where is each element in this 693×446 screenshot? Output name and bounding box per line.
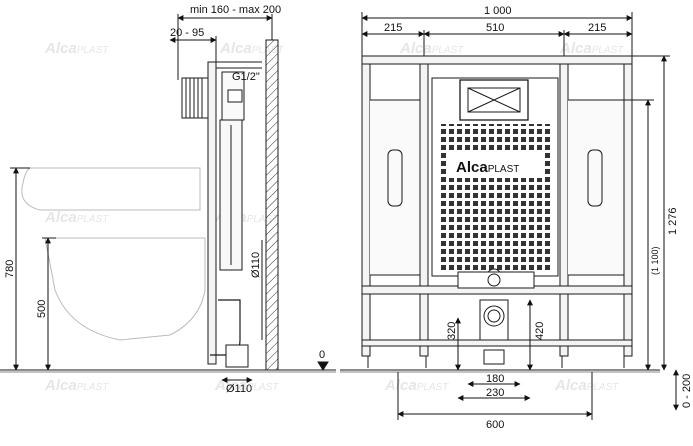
- left-bracket: [370, 99, 421, 276]
- frame-right-post: [623, 55, 633, 357]
- dim-500: 500: [36, 300, 48, 318]
- watermark-logo: AlcaPLAST: [399, 40, 464, 57]
- foot-rail: [361, 339, 633, 347]
- wall-hatch: [265, 39, 279, 371]
- cistern-pattern: [438, 124, 552, 272]
- dim-left-section: 215: [384, 22, 402, 34]
- dim-pipe-bottom: Ø110: [226, 383, 252, 395]
- cistern-logo: AlcaPLAST: [456, 159, 519, 176]
- dim-middle-section: 510: [486, 22, 504, 34]
- dim-780: 780: [4, 260, 16, 278]
- dim-height-inner: (1 100): [650, 246, 660, 275]
- thread-label: G1/2": [232, 71, 260, 83]
- watermark-logo: AlcaPLAST: [44, 40, 109, 57]
- level-marker: [317, 361, 329, 371]
- floor-level-label: 0: [319, 349, 325, 361]
- valve: [227, 89, 243, 103]
- drain-bottom: [483, 349, 505, 365]
- flush-button-side: [181, 77, 209, 119]
- side-view: [0, 14, 336, 383]
- frame-inner-left: [419, 55, 429, 357]
- dim-pipe-vertical: Ø110: [250, 252, 262, 278]
- dim-230: 230: [486, 387, 504, 399]
- watermark-logo: AlcaPLAST: [44, 377, 109, 394]
- dim-420: 420: [534, 322, 546, 340]
- dim-overall-width: 1 000: [484, 5, 512, 17]
- seat-outline: [21, 167, 201, 211]
- top-rail: [361, 55, 633, 65]
- watermark-logo: AlcaPLAST: [554, 377, 619, 394]
- frame-left-post: [361, 55, 371, 357]
- flush-opening: [459, 79, 529, 121]
- dim-320: 320: [446, 322, 458, 340]
- watermark-logo: AlcaPLAST: [559, 40, 624, 57]
- logo-backdrop: [448, 152, 542, 178]
- dim-leg-adjust: 0 - 200: [681, 374, 693, 408]
- dim-180: 180: [486, 373, 504, 385]
- dim-right-section: 215: [588, 22, 606, 34]
- dim-top: min 160 - max 200: [190, 4, 281, 16]
- dim-600: 600: [486, 419, 504, 431]
- drain-socket: [225, 344, 249, 368]
- frame-inner-right: [559, 55, 569, 357]
- bowl-outline: [44, 237, 206, 341]
- right-bracket: [568, 99, 625, 276]
- dim-depth: 20 - 95: [170, 27, 204, 39]
- right-slot: [587, 149, 603, 207]
- watermark-logo: AlcaPLAST: [384, 377, 449, 394]
- watermark-logo: AlcaPLAST: [44, 209, 109, 226]
- frame-post: [207, 61, 217, 365]
- left-slot: [387, 149, 403, 207]
- dim-height-total: 1 276: [667, 207, 679, 235]
- front-view: [340, 12, 679, 420]
